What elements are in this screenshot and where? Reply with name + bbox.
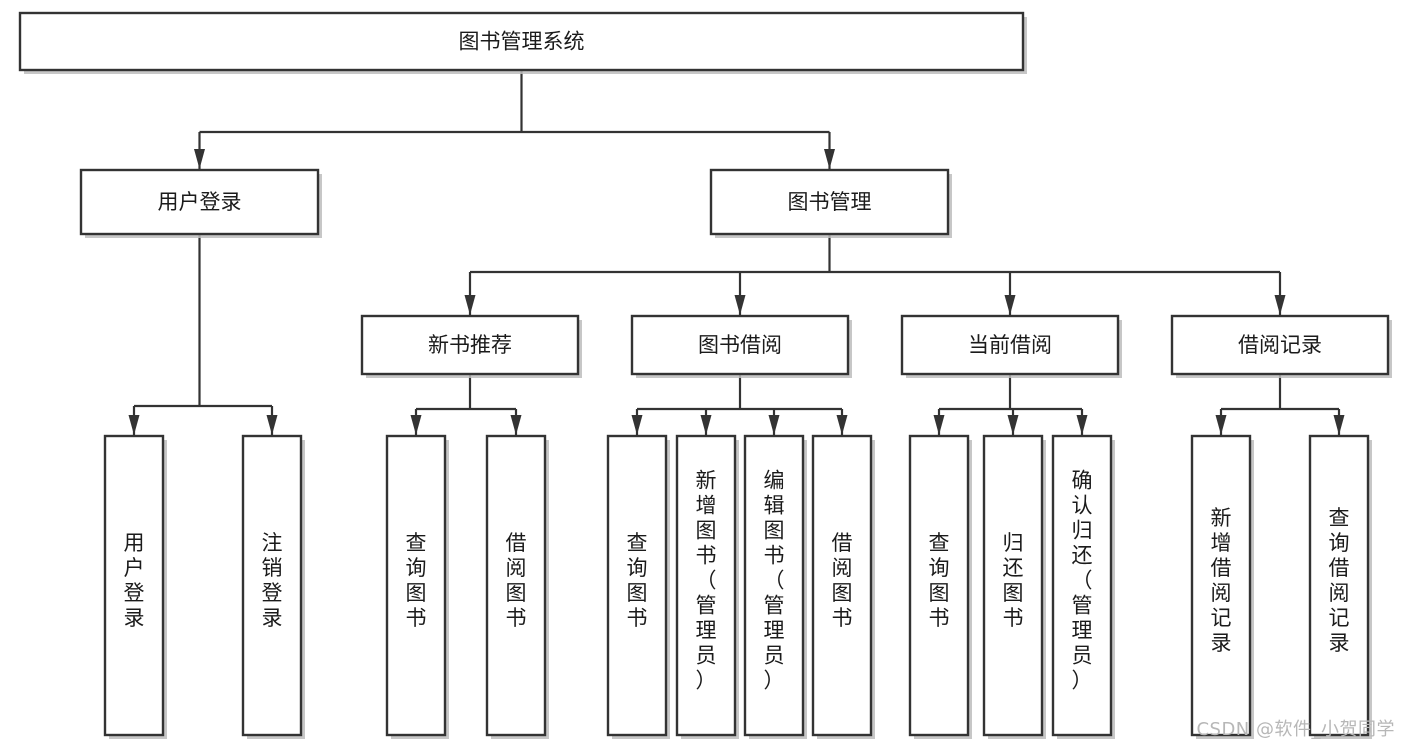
node-leaf-11[interactable]: 新增借阅记录 xyxy=(1190,434,1254,739)
node-rect[interactable] xyxy=(743,434,805,737)
node-label: 当前借阅 xyxy=(968,333,1052,357)
node-root-0[interactable]: 图书管理系统 xyxy=(18,11,1027,74)
connector-arrowhead xyxy=(1274,295,1286,315)
node-label: 用户登录 xyxy=(124,531,145,630)
node-label: 借阅图书 xyxy=(506,531,527,630)
node-rect[interactable] xyxy=(675,434,737,737)
node-leaf-10[interactable]: 确认归还（管理员） xyxy=(1051,434,1115,739)
connector-arrowhead xyxy=(128,415,140,435)
connector-arrowhead xyxy=(510,415,522,435)
node-label: 归还图书 xyxy=(1003,531,1024,630)
node-rect[interactable] xyxy=(606,434,668,737)
node-rect[interactable] xyxy=(900,314,1120,376)
connector-arrowhead xyxy=(266,415,278,435)
node-level3-1[interactable]: 图书借阅 xyxy=(630,314,852,378)
connector-arrowhead xyxy=(410,415,422,435)
node-leaf-6[interactable]: 编辑图书（管理员） xyxy=(743,434,807,739)
node-layer: 图书管理系统用户登录图书管理新书推荐图书借阅当前借阅借阅记录用户登录注销登录查询… xyxy=(18,11,1392,739)
node-label: 注销登录 xyxy=(262,531,283,630)
node-label: 图书管理系统 xyxy=(459,30,585,54)
node-label: 新增图书（管理员） xyxy=(696,469,717,693)
node-rect[interactable] xyxy=(908,434,970,737)
connector-arrowhead xyxy=(1004,295,1016,315)
node-rect[interactable] xyxy=(630,314,850,376)
node-label: 编辑图书（管理员） xyxy=(764,469,785,693)
connector-arrowhead xyxy=(700,415,712,435)
node-rect[interactable] xyxy=(103,434,165,737)
node-level2-0[interactable]: 用户登录 xyxy=(79,168,322,238)
node-leaf-1[interactable]: 注销登录 xyxy=(241,434,305,739)
node-label: 新书推荐 xyxy=(428,333,512,357)
node-rect[interactable] xyxy=(811,434,873,737)
connector-arrowhead xyxy=(1215,415,1227,435)
connector-arrowhead xyxy=(836,415,848,435)
node-label: 查询图书 xyxy=(929,531,950,630)
connector-arrowhead xyxy=(933,415,945,435)
node-rect[interactable] xyxy=(360,314,580,376)
node-level3-3[interactable]: 借阅记录 xyxy=(1170,314,1392,378)
node-rect[interactable] xyxy=(1170,314,1390,376)
connector-arrowhead xyxy=(734,295,746,315)
node-leaf-4[interactable]: 查询图书 xyxy=(606,434,670,739)
node-level2-1[interactable]: 图书管理 xyxy=(709,168,952,238)
connector-arrowhead xyxy=(1007,415,1019,435)
node-label: 查询借阅记录 xyxy=(1329,506,1350,655)
node-label: 借阅图书 xyxy=(832,531,853,630)
connector-arrowhead xyxy=(824,149,835,169)
connector-arrowhead xyxy=(631,415,643,435)
node-label: 查询图书 xyxy=(627,531,648,630)
node-leaf-0[interactable]: 用户登录 xyxy=(103,434,167,739)
connector-arrowhead xyxy=(1333,415,1345,435)
node-label: 图书借阅 xyxy=(698,333,782,357)
connector-arrowhead xyxy=(1076,415,1088,435)
node-level3-2[interactable]: 当前借阅 xyxy=(900,314,1122,378)
node-label: 查询图书 xyxy=(406,531,427,630)
node-rect[interactable] xyxy=(485,434,547,737)
node-rect[interactable] xyxy=(18,11,1025,72)
node-rect[interactable] xyxy=(241,434,303,737)
node-rect[interactable] xyxy=(1051,434,1113,737)
connector-layer xyxy=(128,70,1345,435)
node-rect[interactable] xyxy=(1190,434,1252,737)
node-level3-0[interactable]: 新书推荐 xyxy=(360,314,582,378)
node-label: 借阅记录 xyxy=(1238,333,1322,357)
connector-arrowhead xyxy=(194,149,205,169)
node-leaf-12[interactable]: 查询借阅记录 xyxy=(1308,434,1372,739)
node-label: 新增借阅记录 xyxy=(1211,506,1232,655)
node-leaf-2[interactable]: 查询图书 xyxy=(385,434,449,739)
node-leaf-5[interactable]: 新增图书（管理员） xyxy=(675,434,739,739)
node-rect[interactable] xyxy=(709,168,950,236)
node-rect[interactable] xyxy=(79,168,320,236)
node-label: 确认归还（管理员） xyxy=(1072,469,1093,693)
node-rect[interactable] xyxy=(385,434,447,737)
node-rect[interactable] xyxy=(982,434,1044,737)
node-leaf-9[interactable]: 归还图书 xyxy=(982,434,1046,739)
node-rect[interactable] xyxy=(1308,434,1370,737)
node-label: 图书管理 xyxy=(788,190,872,214)
node-leaf-3[interactable]: 借阅图书 xyxy=(485,434,549,739)
connector-arrowhead xyxy=(768,415,780,435)
node-leaf-7[interactable]: 借阅图书 xyxy=(811,434,875,739)
node-label: 用户登录 xyxy=(158,190,242,214)
connector-arrowhead xyxy=(464,295,476,315)
node-leaf-8[interactable]: 查询图书 xyxy=(908,434,972,739)
